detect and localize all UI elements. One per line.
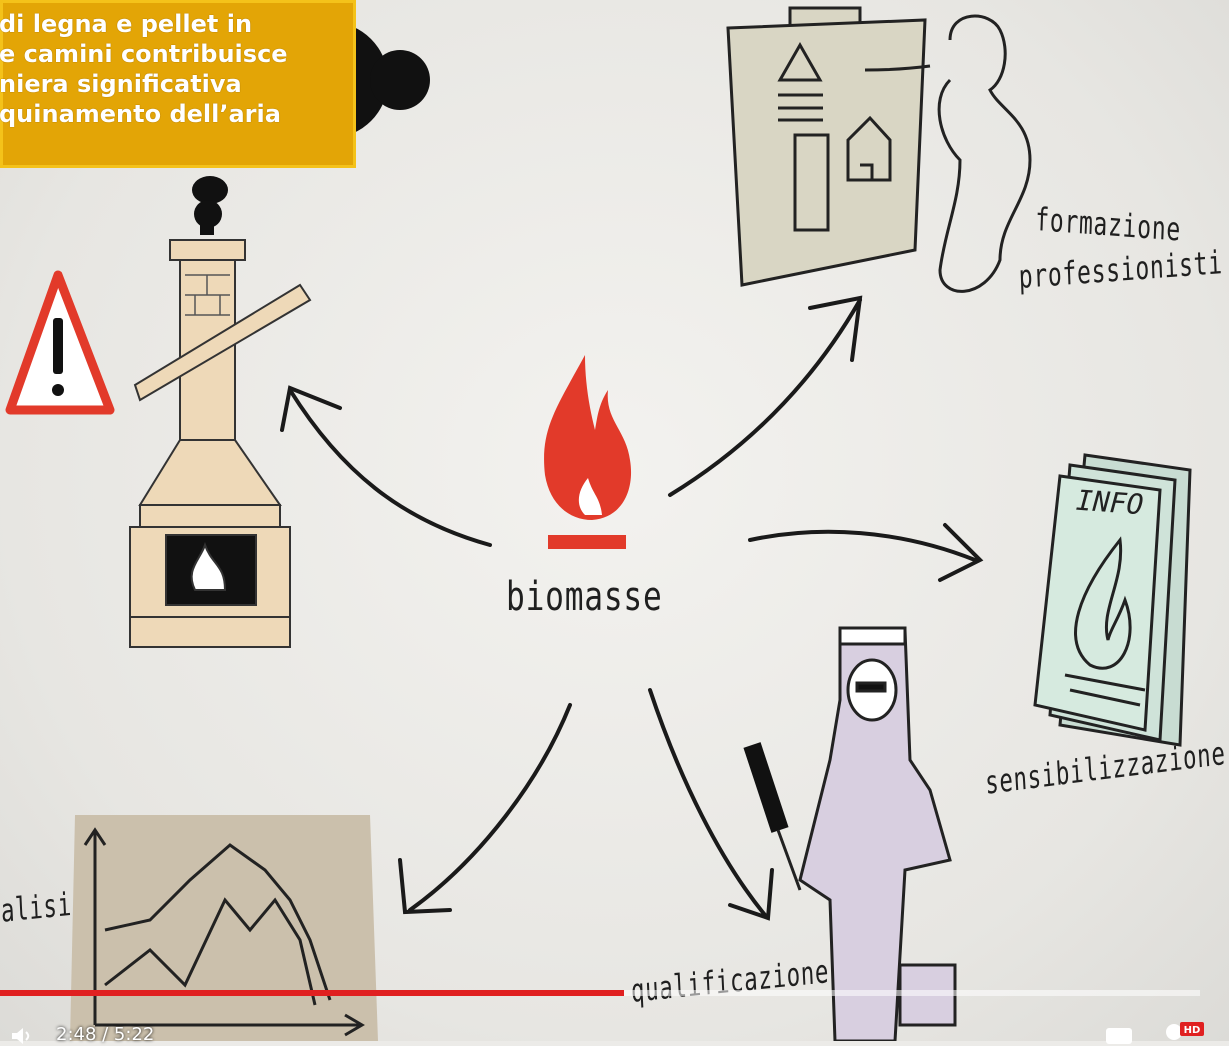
hd-badge: HD: [1184, 1025, 1201, 1036]
caption-line-1: di legna e pellet in: [0, 10, 253, 38]
subtitles-icon[interactable]: [1104, 1026, 1134, 1046]
warning-icon: [5, 270, 115, 415]
player-controls: 2:48 / 5:22 HD: [0, 1018, 1229, 1045]
gear-icon[interactable]: HD: [1160, 1020, 1206, 1042]
arrows: [280, 295, 984, 921]
caption-overlay: di legna e pellet in e camini contribuis…: [0, 0, 356, 168]
training-board-illustration: [726, 6, 1032, 293]
info-leaflet-illustration: [1033, 453, 1192, 747]
progress-bar[interactable]: [0, 990, 1200, 996]
speaker-icon[interactable]: [10, 1026, 36, 1046]
analysis-chart-illustration: [70, 815, 378, 1041]
fireplace-illustration: [129, 239, 312, 648]
caption-line-4: quinamento dell’aria: [0, 100, 281, 128]
biomasse-label: biomasse: [506, 574, 663, 620]
time-display: 2:48 / 5:22: [56, 1024, 155, 1045]
caption-line-2: e camini contribuisce: [0, 40, 288, 68]
progress-bar-fill: [0, 990, 624, 996]
caption-line-3: niera significativa: [0, 70, 242, 98]
analisi-label: alisi: [0, 884, 73, 930]
info-sign-text: INFO: [1074, 483, 1145, 522]
flame-icon: [544, 355, 632, 549]
